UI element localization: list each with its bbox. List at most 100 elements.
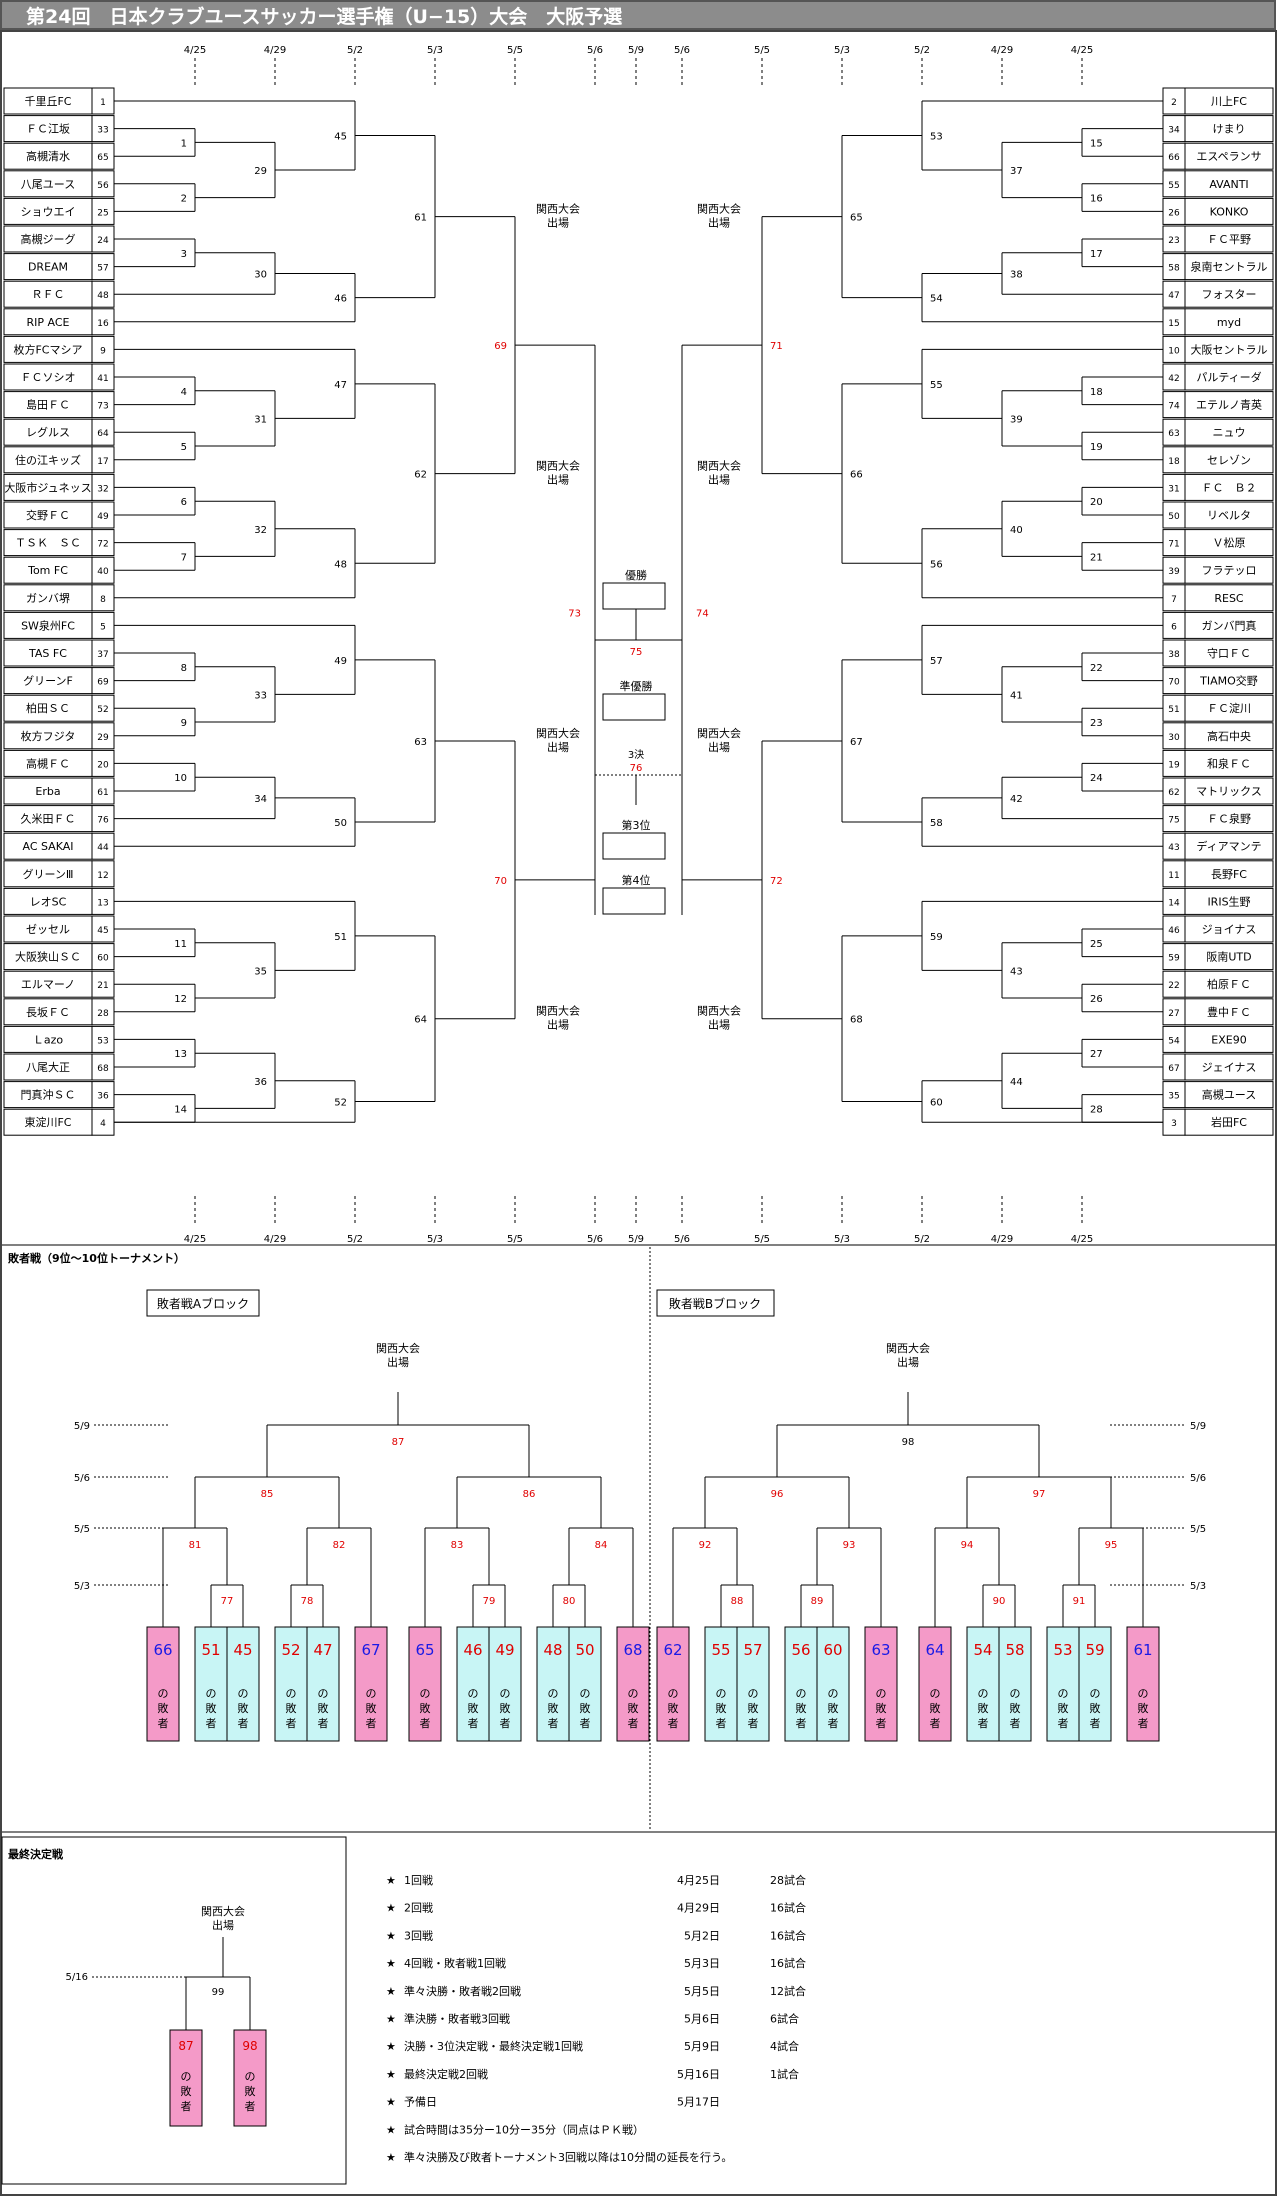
consolation-date: 5/6 xyxy=(1190,1473,1206,1484)
consolation-heading: 敗者戦（9位～10位トーナメント） xyxy=(8,1251,185,1265)
team-name-box xyxy=(1184,722,1274,750)
team-name: 柏原ＦＣ xyxy=(1207,977,1251,991)
consolation-r2-number: 93 xyxy=(843,1540,856,1551)
round-date: 5/2 xyxy=(914,1234,930,1245)
team-name: ＲＦＣ xyxy=(32,288,65,301)
team-name-box xyxy=(3,970,93,998)
loser-label: の敗者 xyxy=(181,2070,192,2113)
team-name: レオSC xyxy=(30,895,67,908)
final-decision-frame xyxy=(1,1836,347,2185)
schedule-date: 5月16日 xyxy=(677,2068,720,2081)
consolation-r2-number: 81 xyxy=(189,1540,202,1551)
match-number: 28 xyxy=(1090,1104,1103,1115)
round-date: 5/3 xyxy=(834,45,850,56)
loser-box xyxy=(736,1626,770,1742)
loser-match-number: 62 xyxy=(663,1641,682,1659)
loser-box xyxy=(488,1626,522,1742)
team-name: 東淀川FC xyxy=(24,1115,71,1129)
team-seed: 4 xyxy=(100,1119,106,1129)
consolation-r2-number: 83 xyxy=(451,1540,464,1551)
consolation-date: 5/3 xyxy=(1190,1581,1206,1592)
loser-label: の敗者 xyxy=(238,1687,249,1730)
loser-match-number: 63 xyxy=(871,1641,890,1659)
team-seed: 45 xyxy=(97,926,108,936)
team-seed: 39 xyxy=(1168,567,1180,577)
team-name-box xyxy=(1184,639,1274,667)
match-number: 62 xyxy=(414,470,427,481)
team-name: 泉南セントラル xyxy=(1191,260,1268,274)
schedule-date: 5月9日 xyxy=(684,2040,720,2053)
loser-label: の敗者 xyxy=(366,1687,377,1730)
round-date: 4/29 xyxy=(264,45,286,56)
team-name-box xyxy=(3,391,93,419)
consolation-r3-number: 97 xyxy=(1033,1489,1046,1500)
team-name-box xyxy=(1184,529,1274,557)
team-name: 高槻清水 xyxy=(26,149,70,163)
team-name-box xyxy=(1184,335,1274,363)
loser-label: の敗者 xyxy=(930,1687,941,1730)
match-number: 36 xyxy=(254,1077,267,1088)
team-name: EXE90 xyxy=(1211,1033,1246,1046)
loser-label: の敗者 xyxy=(748,1687,759,1730)
team-name: TIAMO交野 xyxy=(1199,674,1258,688)
match-number: 19 xyxy=(1090,442,1103,453)
match-number: 33 xyxy=(254,690,267,701)
loser-box xyxy=(233,2029,267,2127)
loser-box xyxy=(1046,1626,1080,1742)
team-name: 八尾大正 xyxy=(26,1060,70,1074)
loser-match-number: 65 xyxy=(415,1641,434,1659)
round-date: 5/2 xyxy=(347,45,363,56)
loser-match-number: 60 xyxy=(823,1641,842,1659)
team-name: TAS FC xyxy=(28,647,67,660)
loser-match-number: 48 xyxy=(543,1641,562,1659)
match-number: 61 xyxy=(414,213,427,224)
team-seed: 2 xyxy=(1171,98,1177,108)
team-seed: 25 xyxy=(97,208,108,218)
team-name: 久米田ＦＣ xyxy=(21,813,76,826)
team-seed: 9 xyxy=(100,346,106,356)
team-name-box xyxy=(1184,749,1274,777)
kansai-label: 出場 xyxy=(212,1918,234,1932)
team-name-box xyxy=(3,1053,93,1081)
match-number: 3 xyxy=(181,249,187,260)
team-name: Tom FC xyxy=(27,564,68,577)
round-date: 5/3 xyxy=(427,45,443,56)
team-name: ニュウ xyxy=(1213,426,1246,439)
loser-label: の敗者 xyxy=(876,1687,887,1730)
match-number: 30 xyxy=(254,270,267,281)
team-seed: 24 xyxy=(97,236,109,246)
team-name-box xyxy=(1184,1108,1274,1136)
team-name-box xyxy=(1184,943,1274,971)
team-name-box xyxy=(1184,87,1274,115)
round-date: 4/29 xyxy=(264,1234,286,1245)
loser-label: の敗者 xyxy=(628,1687,639,1730)
kansai-label: 関西大会 xyxy=(886,1341,930,1355)
team-seed: 54 xyxy=(1168,1036,1180,1046)
match-number: 41 xyxy=(1010,690,1023,701)
match-number: 12 xyxy=(174,994,187,1005)
loser-match-number: 58 xyxy=(1005,1641,1024,1659)
match-number: 64 xyxy=(414,1015,427,1026)
kansai-label: 関西大会 xyxy=(536,1004,580,1018)
consolation-r3-number: 85 xyxy=(261,1489,274,1500)
team-seed: 18 xyxy=(1168,457,1180,467)
star-icon: ★ xyxy=(386,1874,396,1887)
schedule-count: 12試合 xyxy=(770,1984,806,1998)
match-number: 20 xyxy=(1090,497,1103,508)
team-name-box xyxy=(1184,667,1274,695)
team-name: myd xyxy=(1217,316,1241,329)
loser-match-number: 59 xyxy=(1085,1641,1104,1659)
loser-box xyxy=(536,1626,570,1742)
star-icon: ★ xyxy=(386,1929,396,1942)
match-number: 1 xyxy=(181,138,187,149)
match-number: 39 xyxy=(1010,414,1023,425)
block-a-label: 敗者戦Aブロック xyxy=(157,1296,249,1311)
consolation-date: 5/9 xyxy=(74,1421,90,1432)
match-number: 60 xyxy=(930,1098,943,1109)
team-seed: 50 xyxy=(1168,512,1180,522)
team-name: Ｌazo xyxy=(33,1033,64,1046)
team-name-box xyxy=(3,1108,93,1136)
match-number: 4 xyxy=(181,387,187,398)
match-number: 22 xyxy=(1090,663,1103,674)
team-name: 長野FC xyxy=(1211,868,1247,881)
